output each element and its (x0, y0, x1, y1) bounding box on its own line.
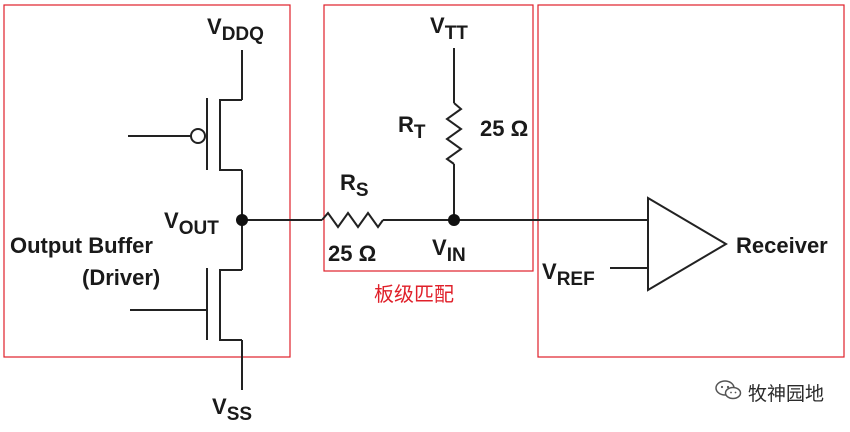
driver-label: (Driver) (82, 265, 160, 290)
board-match-box (323, 4, 534, 272)
pmos-drain-source (219, 99, 242, 171)
rt-label: RT (398, 112, 426, 143)
rt-value: 25 Ω (480, 116, 528, 141)
board-match-caption: 板级匹配 (374, 282, 454, 306)
watermark-text: 牧神园地 (747, 383, 824, 405)
rt-resistor (445, 102, 463, 165)
vin-label: VIN (432, 235, 466, 266)
nmos-drain-source (219, 269, 242, 341)
vddq-label: VDDQ (207, 14, 264, 45)
rs-resistor (321, 211, 384, 229)
vout-label: VOUT (164, 208, 219, 239)
watermark: 牧神园地 (714, 379, 824, 406)
driver-box (3, 4, 291, 358)
rs-label: RS (340, 170, 369, 201)
vin-node (448, 214, 460, 226)
output-buffer-label: Output Buffer (10, 233, 153, 258)
receiver-buffer-triangle (647, 196, 728, 292)
pmos-gate-bubble (190, 128, 206, 144)
wechat-icon (714, 379, 742, 406)
receiver-label: Receiver (736, 233, 828, 258)
vref-label: VREF (542, 259, 595, 290)
vout-node (236, 214, 248, 226)
rs-value: 25 Ω (328, 241, 376, 266)
vss-label: VSS (212, 394, 252, 425)
receiver-box (537, 4, 845, 358)
vtt-label: VTT (430, 13, 468, 44)
